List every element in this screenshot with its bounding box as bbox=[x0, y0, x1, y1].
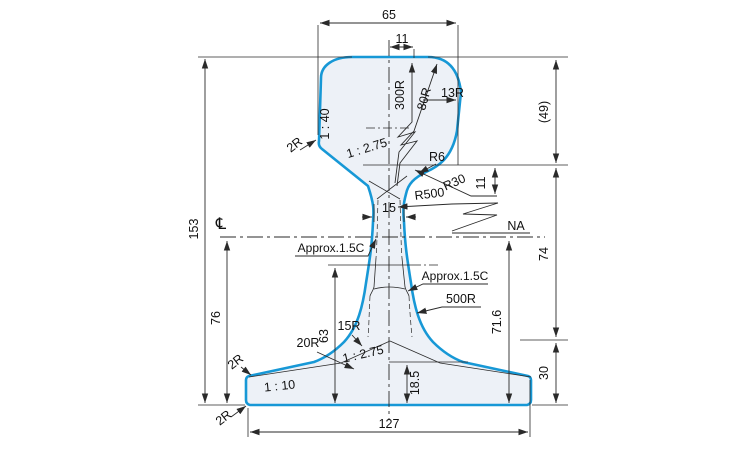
rail-profile-outline bbox=[244, 55, 533, 407]
dim-base-edge-zone: 30 bbox=[537, 366, 551, 380]
dim-web-lower: 63 bbox=[317, 329, 331, 343]
label-500r: 500R bbox=[446, 292, 476, 306]
leader-shoulder-radius bbox=[396, 63, 438, 187]
dimension-lines bbox=[201, 19, 560, 436]
label-crown-radius: 300R bbox=[393, 80, 407, 110]
centerline-symbol: ℄ bbox=[215, 216, 227, 233]
dim-na-to-bottom: 76 bbox=[209, 311, 223, 325]
dim-base-mid: 18.5 bbox=[408, 371, 422, 395]
dim-web-thickness: 15 bbox=[382, 201, 396, 215]
label-chamfer-upper: Approx.1.5C bbox=[298, 241, 365, 255]
leader-2r-base-top bbox=[240, 366, 252, 376]
label-slope-1-40: 1 : 40 bbox=[318, 108, 332, 139]
dim-total-height: 153 bbox=[187, 219, 201, 240]
leader-chamfer-upper bbox=[295, 238, 377, 257]
label-2r-base-bottom: 2R bbox=[213, 407, 234, 428]
label-slope-1-10: 1 : 10 bbox=[263, 377, 296, 394]
dim-fillet-drop: 11 bbox=[474, 176, 488, 189]
leader-15r bbox=[351, 334, 363, 347]
label-chamfer-lower: Approx.1.5C bbox=[422, 269, 489, 283]
label-r30: R30 bbox=[441, 171, 468, 193]
dim-na-height: 71.6 bbox=[490, 310, 504, 334]
label-head-side-corner: 2R bbox=[284, 134, 305, 155]
leader-r30 bbox=[414, 169, 497, 197]
label-shoulder-radius: 80R bbox=[414, 86, 434, 112]
label-15r: 15R bbox=[338, 319, 361, 333]
leader-lines bbox=[230, 63, 530, 418]
construction-lines bbox=[198, 25, 568, 437]
dim-crown-offset: 11 bbox=[396, 32, 409, 46]
leader-2r-head bbox=[299, 139, 317, 151]
label-2r-base-top: 2R bbox=[225, 351, 246, 372]
dim-head-width: 65 bbox=[382, 8, 396, 22]
leader-break-zigzag bbox=[451, 202, 499, 232]
dim-head-depth: (49) bbox=[537, 101, 551, 123]
leader-crown-radius bbox=[394, 63, 417, 184]
leader-r500 bbox=[397, 202, 499, 210]
dim-base-width: 127 bbox=[379, 417, 400, 431]
label-neutral-axis: NA bbox=[507, 219, 525, 233]
dim-upper-section: 74 bbox=[537, 247, 551, 261]
leader-20r bbox=[316, 351, 355, 370]
label-head-corner-radius: 13R bbox=[441, 86, 464, 100]
label-r6: R6 bbox=[429, 150, 445, 164]
label-20r: 20R bbox=[297, 336, 320, 350]
label-r500: R500 bbox=[414, 185, 445, 203]
leader-2r-base-bottom bbox=[230, 405, 247, 418]
leader-500r bbox=[416, 306, 481, 314]
leader-chamfer-lower bbox=[407, 283, 488, 292]
